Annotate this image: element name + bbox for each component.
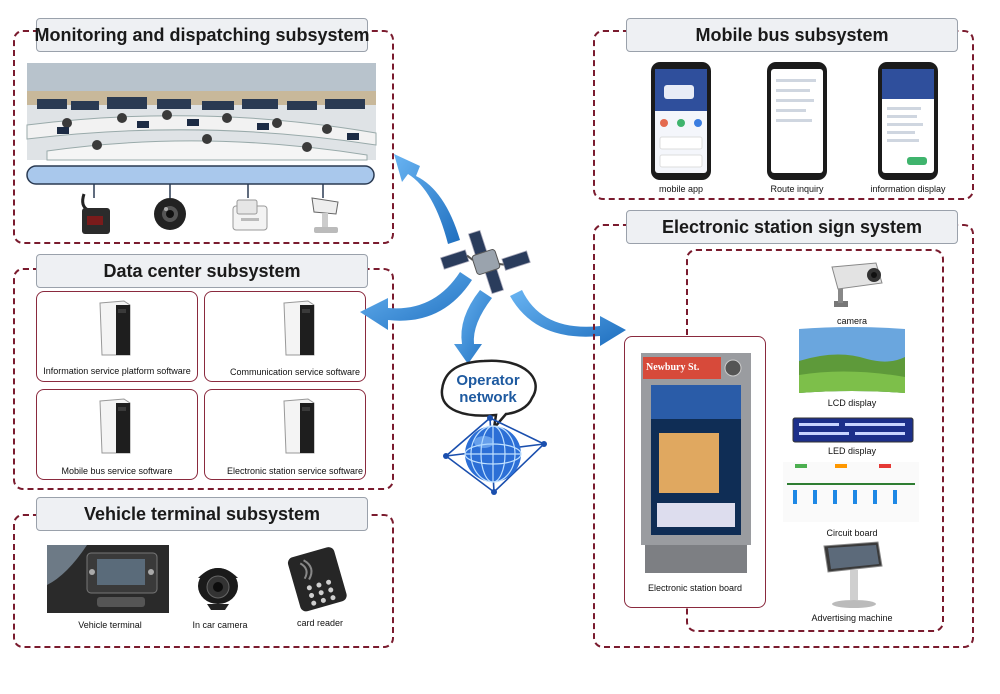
globe-icon — [443, 415, 547, 495]
led-display-image — [792, 417, 914, 443]
mobile-app-phone — [651, 62, 711, 180]
network-label: Operator network — [456, 372, 520, 406]
mobile-title: Mobile bus subsystem — [626, 18, 958, 52]
data-center-item-label: Information service platform software — [43, 366, 191, 376]
monitoring-bus-bar — [26, 165, 375, 198]
device-label: LED display — [827, 446, 877, 456]
cctv-camera-icon — [831, 262, 883, 307]
data-center-title: Data center subsystem — [36, 254, 368, 288]
device-label: LCD display — [827, 398, 877, 408]
mobile-item-label: mobile app — [658, 184, 704, 194]
device-label: Advertising machine — [811, 613, 893, 623]
card-reader-icon — [287, 547, 347, 612]
satellite-icon — [439, 229, 531, 295]
server-icon — [99, 300, 131, 356]
lcd-display-image — [799, 327, 905, 393]
device-label: Circuit board — [826, 528, 878, 538]
mobile-item-label: information display — [870, 184, 946, 194]
station-title: Electronic station sign system — [626, 210, 958, 244]
webcam-icon — [154, 198, 186, 230]
card-terminal-icon — [232, 199, 268, 231]
kiosk-terminal-icon — [311, 197, 339, 233]
speech-bubble-shape — [440, 359, 537, 433]
information-display-phone — [878, 62, 938, 180]
vehicle-item-label: card reader — [296, 618, 344, 628]
station-board-sign: Newbury St. — [646, 362, 700, 373]
server-icon — [283, 300, 315, 356]
station-board-image — [641, 353, 751, 573]
mobile-item-label: Route inquiry — [770, 184, 824, 194]
flow-arrows — [360, 154, 626, 364]
vehicle-terminal-image — [47, 545, 169, 613]
server-icon — [99, 398, 131, 454]
desk-phone-icon — [81, 193, 110, 234]
vehicle-title: Vehicle terminal subsystem — [36, 497, 368, 531]
station-board-label: Electronic station board — [647, 583, 743, 593]
vehicle-item-label: In car camera — [192, 620, 248, 630]
vehicle-item-label: Vehicle terminal — [78, 620, 142, 630]
in-car-camera-icon — [198, 568, 238, 610]
data-center-item-label: Communication service software — [229, 367, 361, 377]
device-label: camera — [836, 316, 867, 326]
data-center-item-label: Electronic station service software — [226, 466, 364, 476]
route-inquiry-phone — [767, 62, 827, 180]
data-center-item-label: Mobile bus service software — [61, 466, 173, 476]
control-room-image — [26, 63, 377, 161]
circuit-board-image — [783, 462, 919, 522]
advertising-machine-icon — [823, 541, 883, 608]
server-icon — [283, 398, 315, 454]
monitoring-title: Monitoring and dispatching subsystem — [34, 18, 370, 52]
